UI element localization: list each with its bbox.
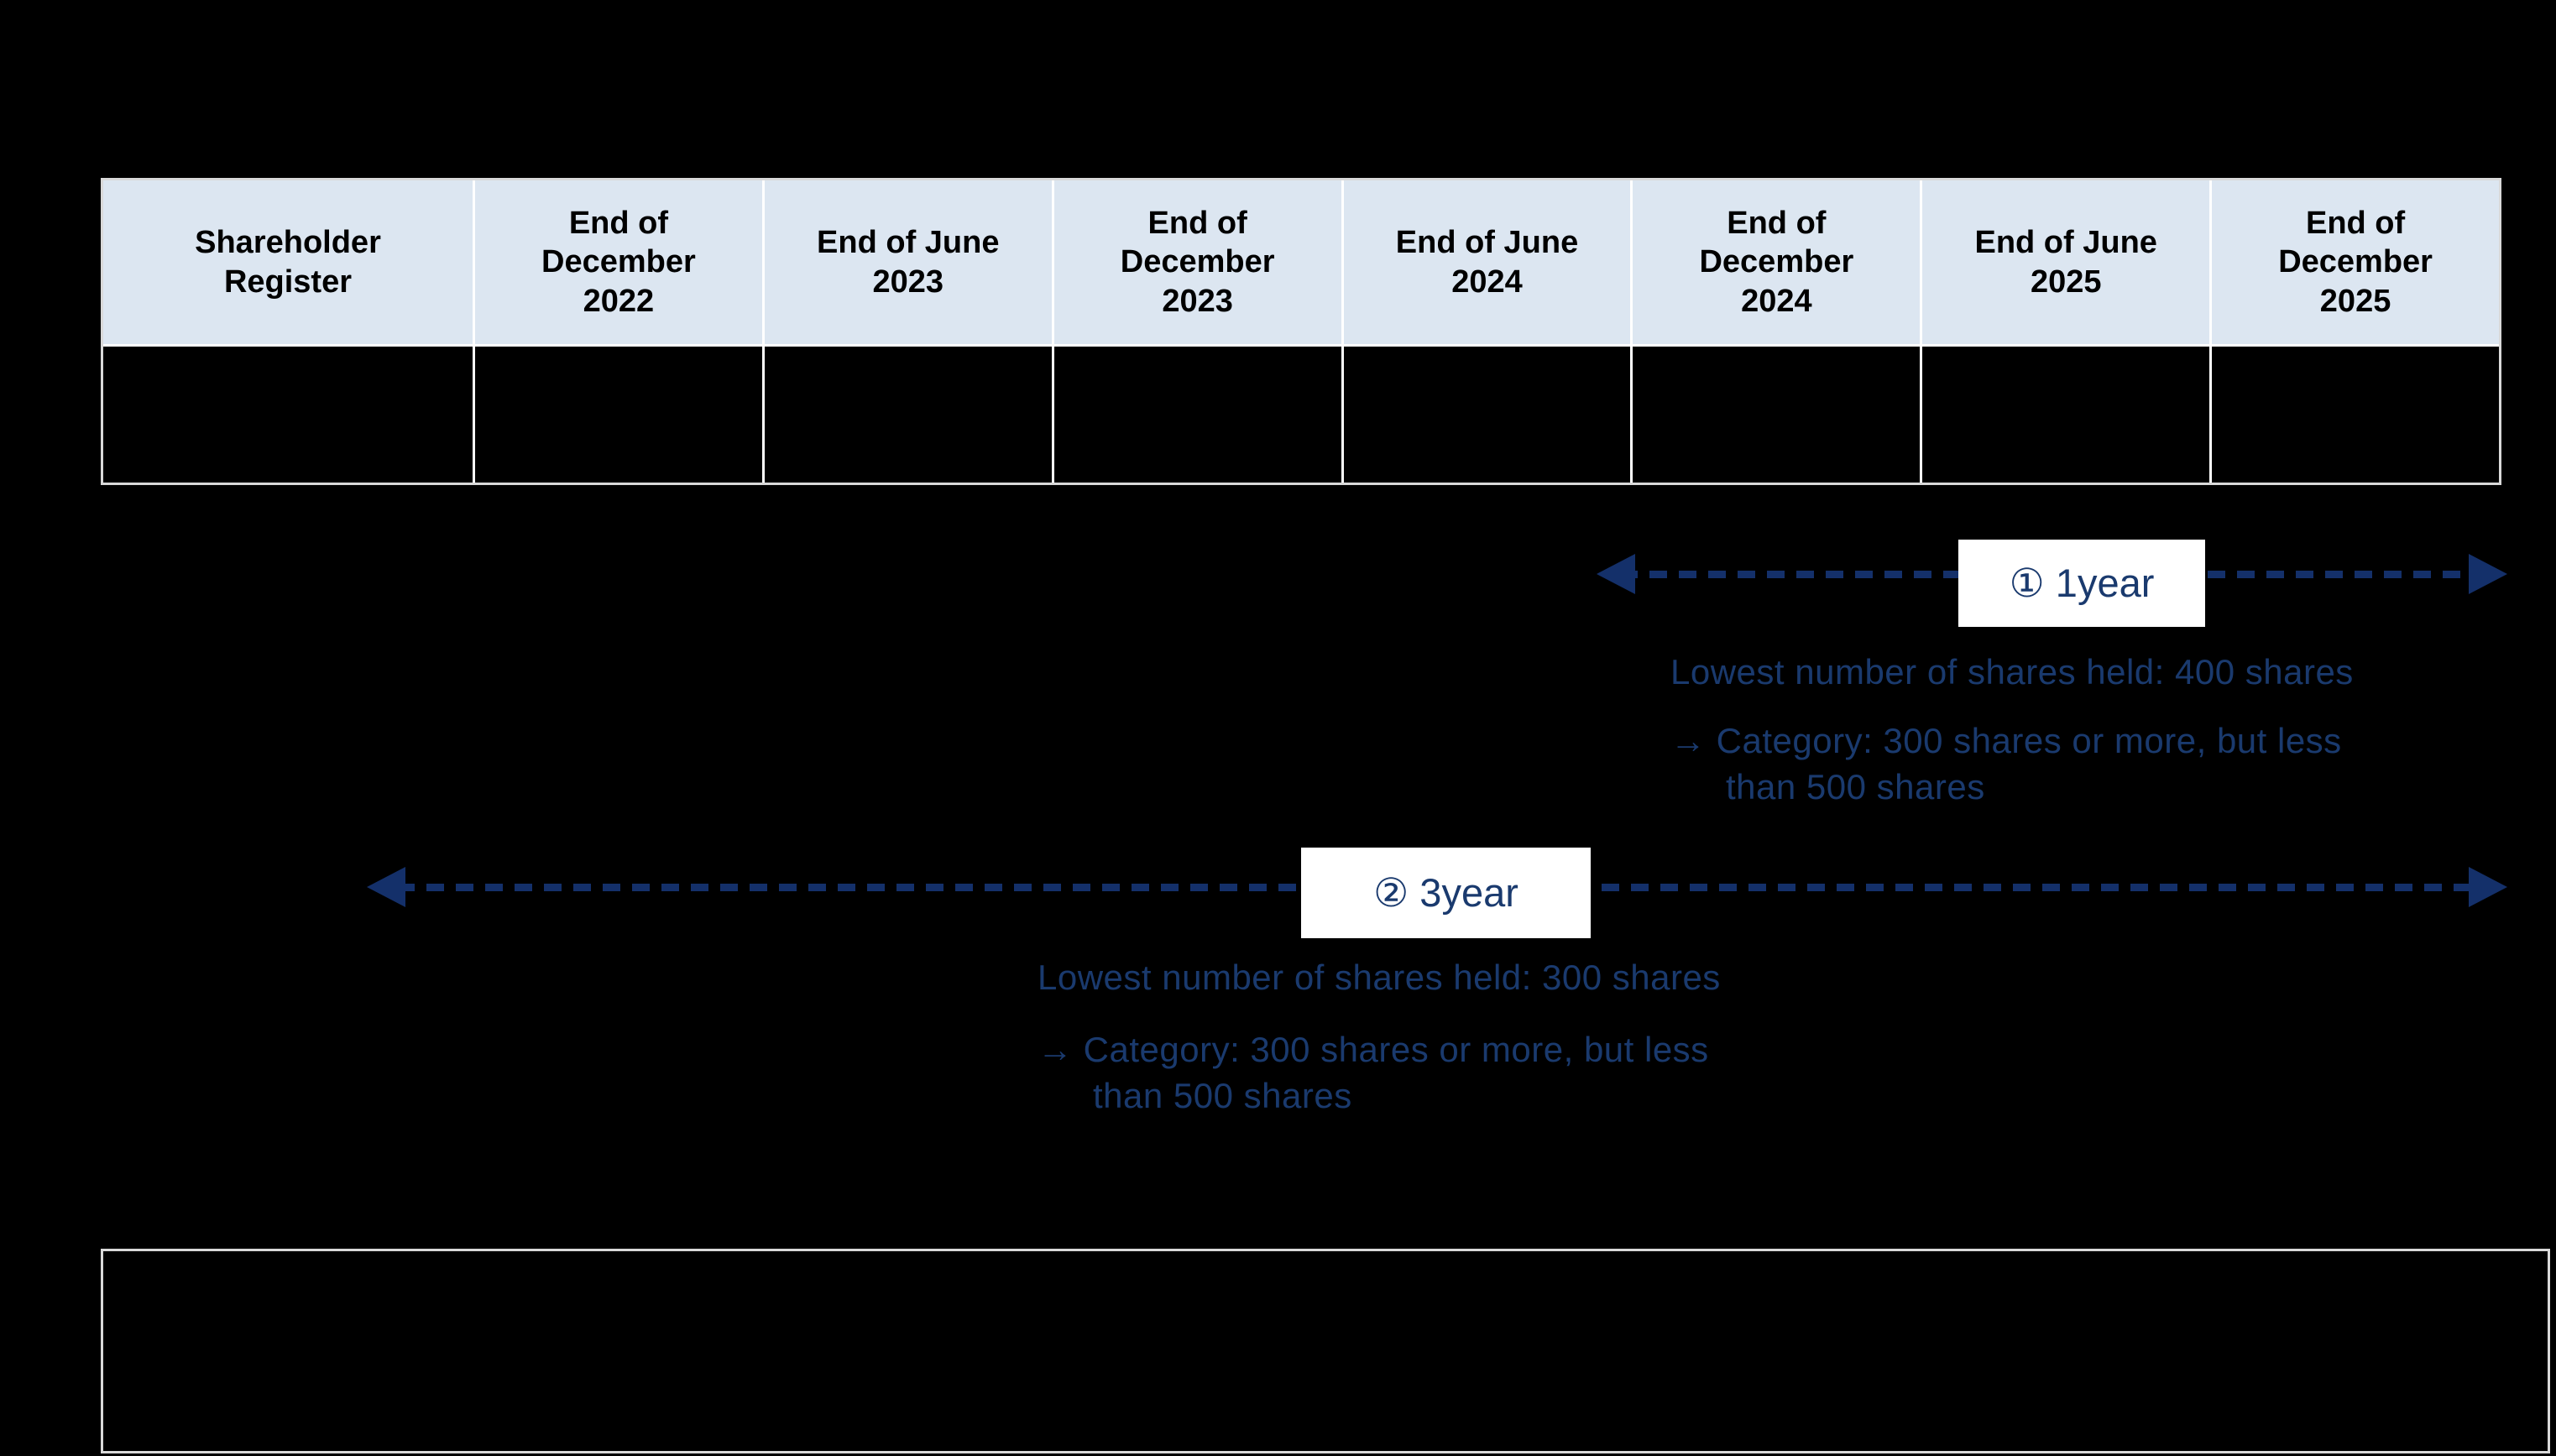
shareholder-register-table: Shareholder Register End of December 202… xyxy=(101,178,2501,485)
table-header-shareholder-register: Shareholder Register xyxy=(103,180,473,344)
table-body-cell xyxy=(1922,347,2210,483)
table-header-end-jun-2025: End of June 2025 xyxy=(1922,180,2210,344)
table-body-cell xyxy=(1633,347,1921,483)
period-label-1year: ① 1year xyxy=(1958,540,2205,627)
table-body-cell xyxy=(1053,347,1341,483)
table-header-end-dec-2025: End of December 2025 xyxy=(2212,180,2499,344)
period-label-3year: ② 3year xyxy=(1301,848,1591,938)
arrowhead-right-icon xyxy=(2469,554,2507,594)
table-header-end-dec-2023: End of December 2023 xyxy=(1053,180,1341,344)
category-text-1year: → Category: 300 shares or more, but less… xyxy=(1670,721,2342,806)
table-header-end-dec-2024: End of December 2024 xyxy=(1633,180,1921,344)
table-header-end-dec-2022: End of December 2022 xyxy=(475,180,762,344)
table-header-end-jun-2023: End of June 2023 xyxy=(764,180,1052,344)
category-text-3year: → Category: 300 shares or more, but less… xyxy=(1038,1030,1709,1115)
lowest-shares-text-3year: Lowest number of shares held: 300 shares xyxy=(1038,958,1721,997)
arrowhead-right-icon xyxy=(2469,867,2507,907)
lowest-shares-text-1year: Lowest number of shares held: 400 shares xyxy=(1670,652,2354,691)
table-body-cell xyxy=(2212,347,2499,483)
table-body-cell xyxy=(475,347,762,483)
table-header-end-jun-2024: End of June 2024 xyxy=(1343,180,1631,344)
table-body-cell xyxy=(1343,347,1631,483)
table-body-cell xyxy=(103,347,473,483)
empty-note-box xyxy=(101,1249,2550,1453)
table-body-cell xyxy=(764,347,1052,483)
